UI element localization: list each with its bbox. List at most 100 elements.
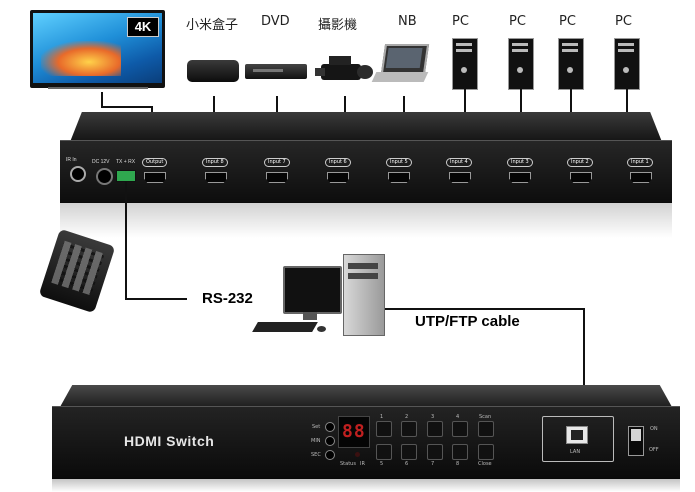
output-hdmi-port bbox=[144, 172, 166, 183]
dc-label: DC 12V bbox=[92, 159, 110, 165]
power-switch[interactable] bbox=[628, 426, 644, 456]
power-off-label: OFF bbox=[649, 447, 659, 453]
pc-tower-icon-2 bbox=[508, 38, 534, 90]
label-pc-3: PC bbox=[559, 14, 576, 29]
input-6-hdmi-port bbox=[327, 172, 349, 183]
ir-in-label: IR In bbox=[66, 157, 77, 163]
input-button-7[interactable] bbox=[427, 444, 443, 460]
input-6-label: Input 6 bbox=[325, 158, 351, 167]
pc-mouse bbox=[317, 326, 326, 332]
pc-tower-icon-4 bbox=[614, 38, 640, 90]
input-2-hdmi-port bbox=[570, 172, 592, 183]
input-4-label: Input 4 bbox=[446, 158, 472, 167]
display-digits: 88 bbox=[342, 421, 366, 442]
dc-power-port bbox=[96, 168, 113, 185]
power-on-label: ON bbox=[650, 426, 658, 432]
utp-label: UTP/FTP cable bbox=[415, 313, 520, 330]
label-pc-4: PC bbox=[615, 14, 632, 29]
dvd-player-icon bbox=[245, 64, 307, 79]
switch-front-top bbox=[60, 385, 672, 407]
back-panel-top bbox=[70, 112, 662, 142]
pc-tower-icon-3 bbox=[558, 38, 584, 90]
tv-wire-horizontal bbox=[101, 106, 153, 108]
input-button-3[interactable] bbox=[427, 421, 443, 437]
input-3-hdmi-port bbox=[509, 172, 531, 183]
front-panel-title: HDMI Switch bbox=[124, 433, 215, 449]
sec-button[interactable] bbox=[325, 450, 335, 460]
button-5-label: 5 bbox=[380, 461, 384, 467]
input-button-4[interactable] bbox=[452, 421, 468, 437]
remote-control-icon bbox=[38, 228, 116, 314]
ir-in-port bbox=[70, 166, 86, 182]
sec-label: SEC bbox=[311, 452, 321, 458]
lan-label: LAN bbox=[570, 449, 581, 455]
scan-button[interactable] bbox=[478, 421, 494, 437]
input-button-6[interactable] bbox=[401, 444, 417, 460]
pc-keyboard bbox=[252, 322, 318, 332]
status-led bbox=[355, 452, 360, 457]
camcorder-icon bbox=[315, 56, 375, 84]
input-button-5[interactable] bbox=[376, 444, 392, 460]
television: 4K bbox=[30, 10, 165, 92]
input-1-label: Input 1 bbox=[627, 158, 653, 167]
pc-tower bbox=[343, 254, 385, 336]
rs232-wire-horizontal bbox=[125, 298, 187, 300]
input-7-hdmi-port bbox=[266, 172, 288, 183]
input-button-8[interactable] bbox=[452, 444, 468, 460]
desktop-pc-icon bbox=[252, 252, 390, 337]
input-1-hdmi-port bbox=[630, 172, 652, 183]
lan-port[interactable] bbox=[566, 426, 588, 444]
utp-wire-vertical bbox=[583, 308, 585, 433]
input-3-label: Input 3 bbox=[507, 158, 533, 167]
tv-screen: 4K bbox=[30, 10, 165, 88]
close-button[interactable] bbox=[478, 444, 494, 460]
input-5-label: Input 5 bbox=[386, 158, 412, 167]
media-box-icon bbox=[187, 60, 239, 82]
min-label: MIN bbox=[311, 438, 321, 444]
input-4-hdmi-port bbox=[449, 172, 471, 183]
seven-segment-display: 88 bbox=[338, 416, 370, 448]
button-4-label: 4 bbox=[456, 414, 460, 420]
button-7-label: 7 bbox=[431, 461, 435, 467]
rs232-label: RS-232 bbox=[202, 290, 253, 307]
input-8-label: Input 8 bbox=[202, 158, 228, 167]
4k-badge: 4K bbox=[127, 17, 159, 37]
scan-label: Scan bbox=[479, 414, 492, 420]
input-8-hdmi-port bbox=[205, 172, 227, 183]
min-button[interactable] bbox=[325, 436, 335, 446]
rs232-wire-vertical bbox=[125, 182, 127, 300]
set-button[interactable] bbox=[325, 422, 335, 432]
close-label: Close bbox=[478, 461, 492, 467]
button-3-label: 3 bbox=[431, 414, 435, 420]
input-7-label: Input 7 bbox=[264, 158, 290, 167]
label-nb: NB bbox=[398, 14, 417, 29]
pc-monitor bbox=[283, 266, 342, 314]
label-dvd: DVD bbox=[261, 14, 290, 29]
input-5-hdmi-port bbox=[388, 172, 410, 183]
back-panel-reflection bbox=[60, 202, 672, 238]
ir-label: IR bbox=[360, 461, 365, 467]
label-xiaomi-box: 小米盒子 bbox=[186, 18, 239, 33]
output-port-label: Output bbox=[142, 158, 168, 167]
label-pc-2: PC bbox=[509, 14, 526, 29]
status-label: Status bbox=[340, 461, 356, 467]
lan-port-frame bbox=[542, 416, 614, 462]
utp-wire-horizontal bbox=[372, 308, 585, 310]
label-pc-1: PC bbox=[452, 14, 469, 29]
front-panel-reflection bbox=[52, 478, 680, 492]
back-panel-face bbox=[60, 140, 672, 203]
button-8-label: 8 bbox=[456, 461, 460, 467]
input-button-1[interactable] bbox=[376, 421, 392, 437]
serial-label: TX + RX bbox=[116, 159, 136, 165]
serial-terminal bbox=[116, 170, 136, 182]
input-button-2[interactable] bbox=[401, 421, 417, 437]
button-2-label: 2 bbox=[405, 414, 409, 420]
button-6-label: 6 bbox=[405, 461, 409, 467]
tv-stand bbox=[48, 87, 148, 93]
input-2-label: Input 2 bbox=[567, 158, 593, 167]
switch-back-panel bbox=[60, 112, 672, 203]
label-camcorder: 攝影機 bbox=[318, 18, 358, 33]
set-label: Set bbox=[312, 424, 321, 430]
button-1-label: 1 bbox=[380, 414, 384, 420]
pc-tower-icon-1 bbox=[452, 38, 478, 90]
